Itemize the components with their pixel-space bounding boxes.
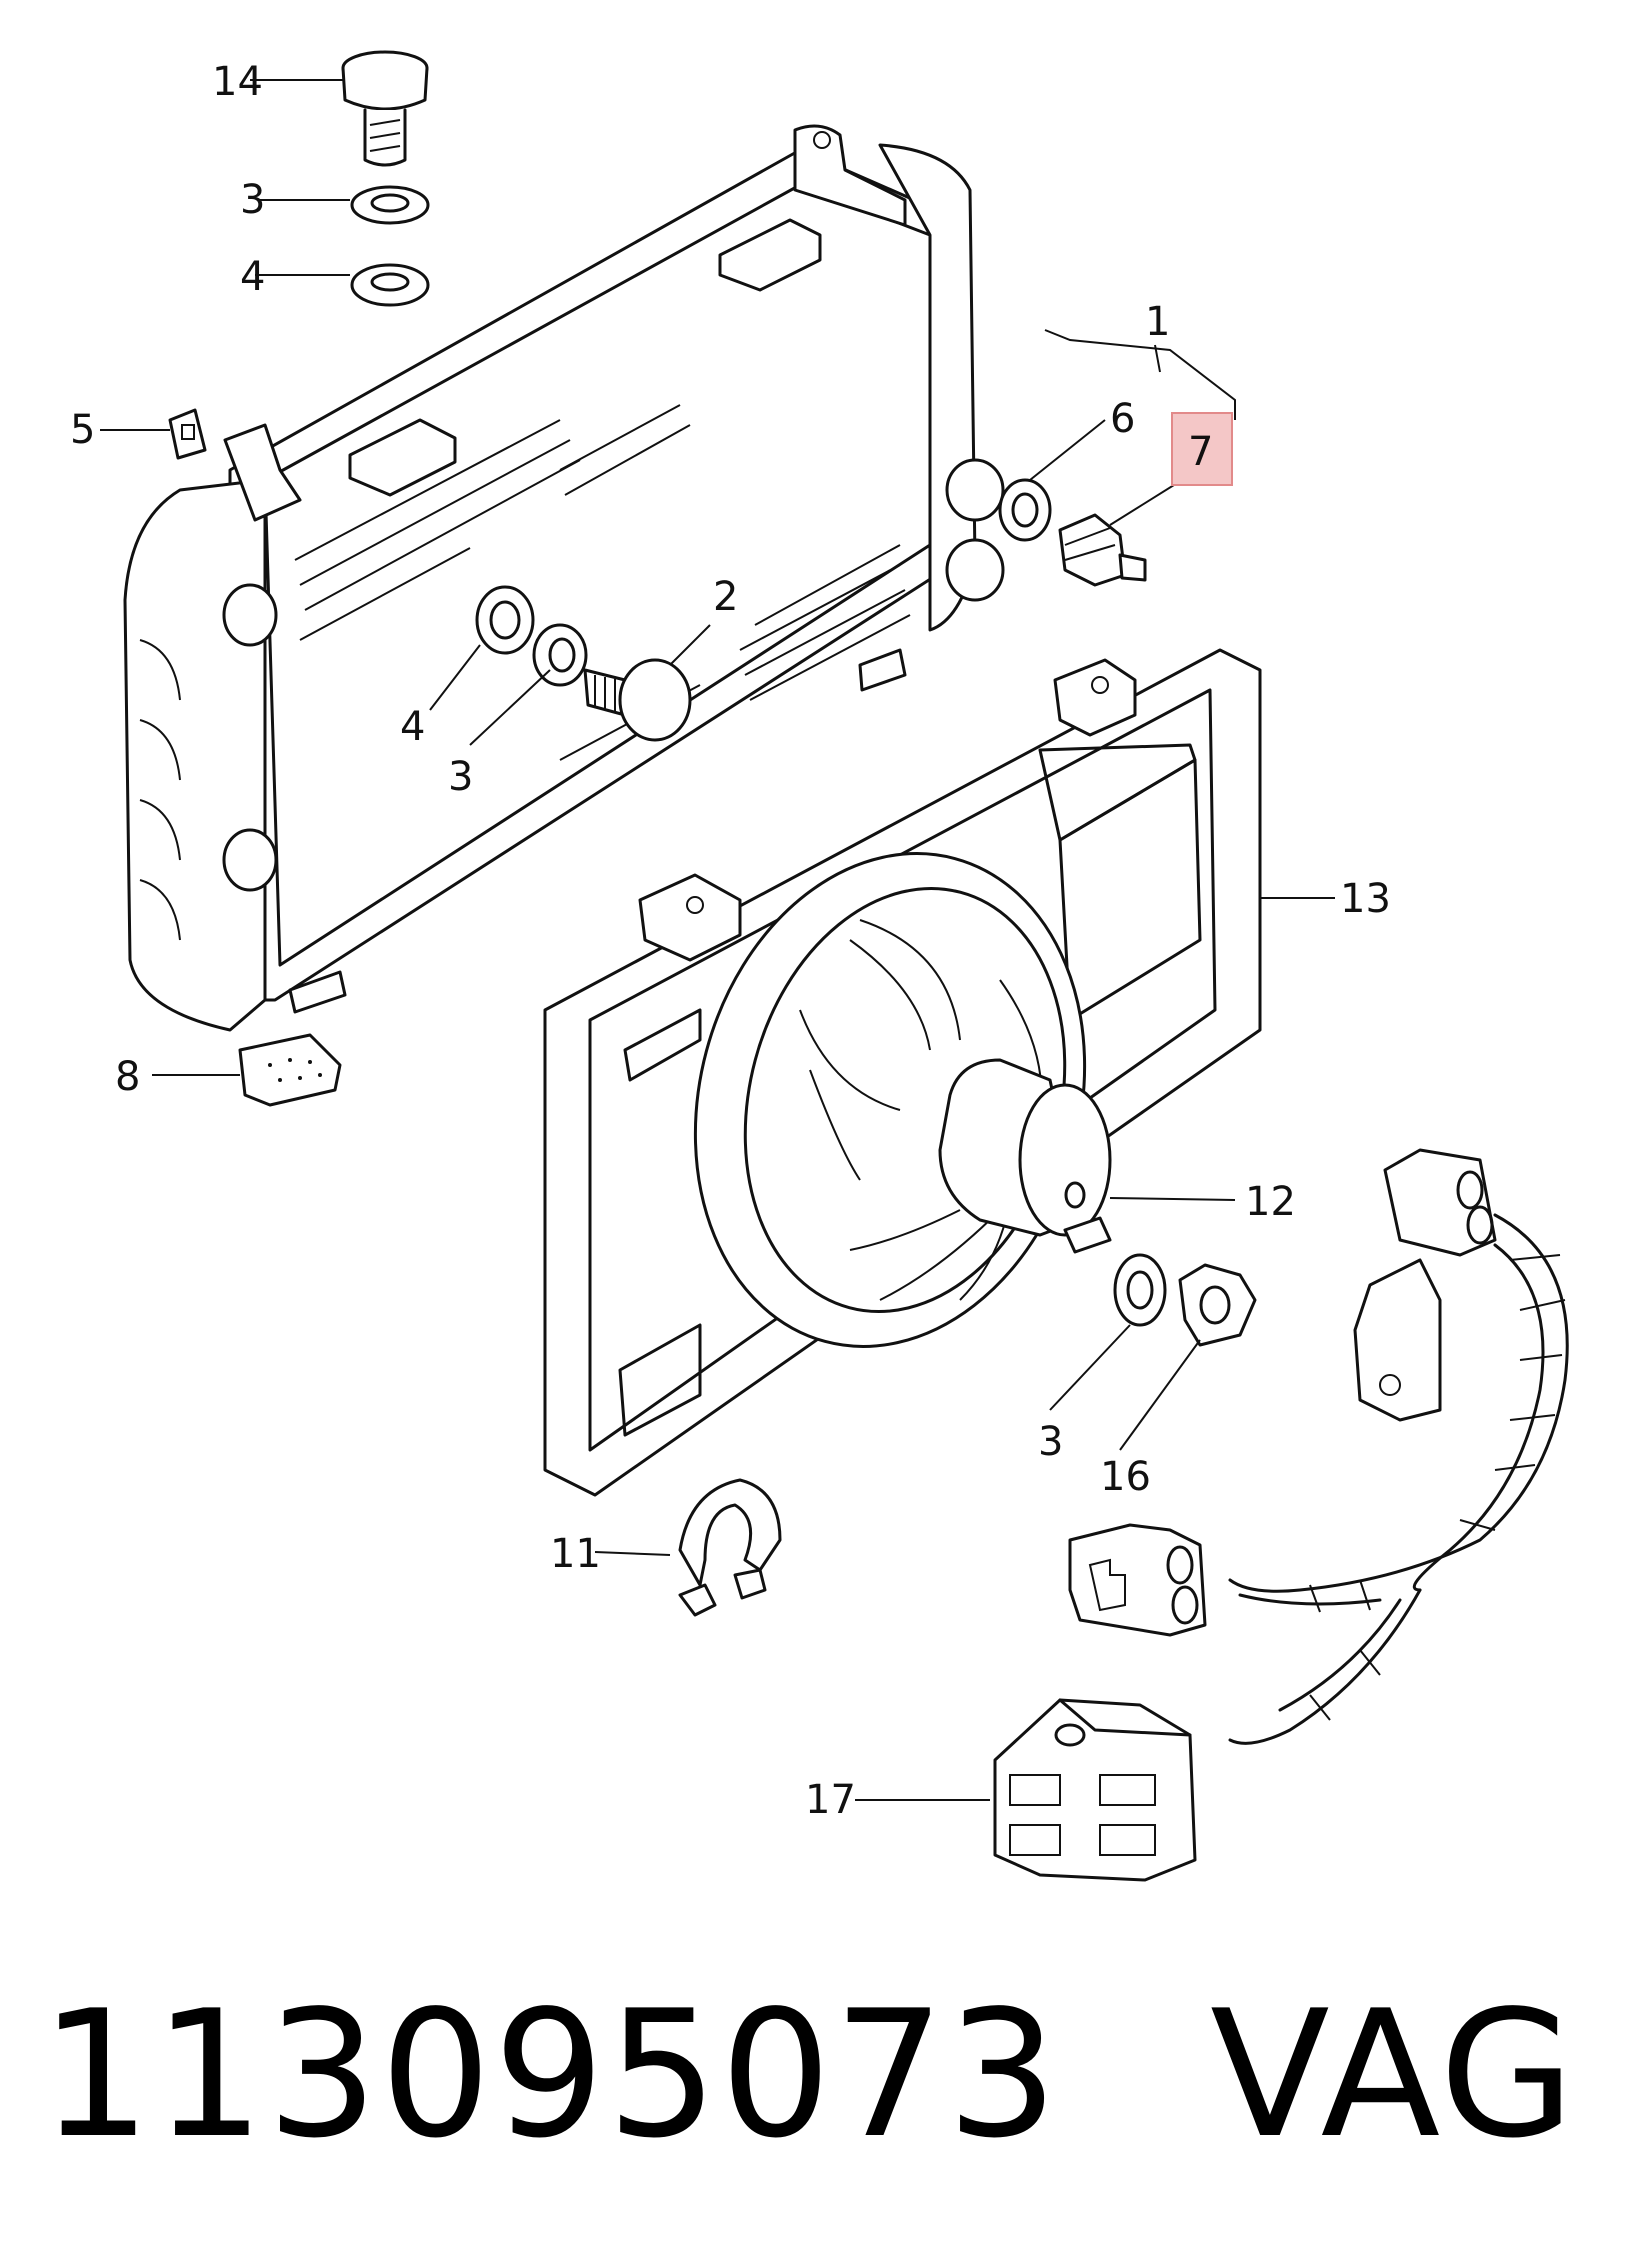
part-14-bolt <box>341 50 429 167</box>
callout-4: 4 <box>240 254 265 300</box>
part-3-spring-washer-mid <box>532 623 588 687</box>
part-13-fan-shroud <box>543 648 1262 1497</box>
callout-5: 5 <box>70 407 95 453</box>
brand-name: VAG <box>1210 1973 1577 2177</box>
part-17-wiring-harness <box>993 1148 1569 1882</box>
highlight-box <box>1171 412 1233 486</box>
part-3-washer-fan <box>1113 1253 1167 1327</box>
part-3-spring-washer-top <box>350 185 430 225</box>
callout-8: 8 <box>115 1054 140 1100</box>
callout-3: 3 <box>240 177 265 223</box>
callout-6: 6 <box>1110 396 1135 442</box>
callout-17: 17 <box>805 1777 856 1823</box>
radiator <box>123 124 1005 1032</box>
callout-12: 12 <box>1245 1179 1296 1225</box>
part-caption: 113095073 VAG <box>40 1973 1577 2177</box>
exploded-parts-diagram: 14 3 4 5 1 6 7 2 4 3 13 8 12 3 16 11 17 <box>70 50 1569 1882</box>
callout-13: 13 <box>1340 876 1391 922</box>
part-5-clip <box>168 408 207 460</box>
callout-14: 14 <box>212 59 263 105</box>
part-12-fan-motor <box>938 1058 1112 1254</box>
part-6-seal-ring <box>998 478 1052 542</box>
part-2-bolt <box>583 658 692 742</box>
part-8-rubber-pad <box>238 1033 342 1107</box>
callout-2: 2 <box>713 574 738 620</box>
part-11-cable-clip <box>678 1478 782 1617</box>
part-4-washer-mid <box>475 585 535 655</box>
callout-16: 16 <box>1100 1454 1151 1500</box>
part-1-group-bracket <box>1044 329 1236 420</box>
part-4-washer-top <box>350 263 430 307</box>
callout-4: 4 <box>400 704 425 750</box>
callout-3: 3 <box>1038 1419 1063 1465</box>
leader-lines <box>100 79 1335 1801</box>
part-number: 113095073 <box>40 1973 1061 2177</box>
callout-1: 1 <box>1145 299 1170 345</box>
callout-3: 3 <box>448 754 473 800</box>
part-16-nut <box>1178 1263 1257 1347</box>
callout-11: 11 <box>550 1531 601 1577</box>
part-7-thermo-switch <box>1058 513 1147 587</box>
callout-7: 7 <box>1188 429 1213 475</box>
